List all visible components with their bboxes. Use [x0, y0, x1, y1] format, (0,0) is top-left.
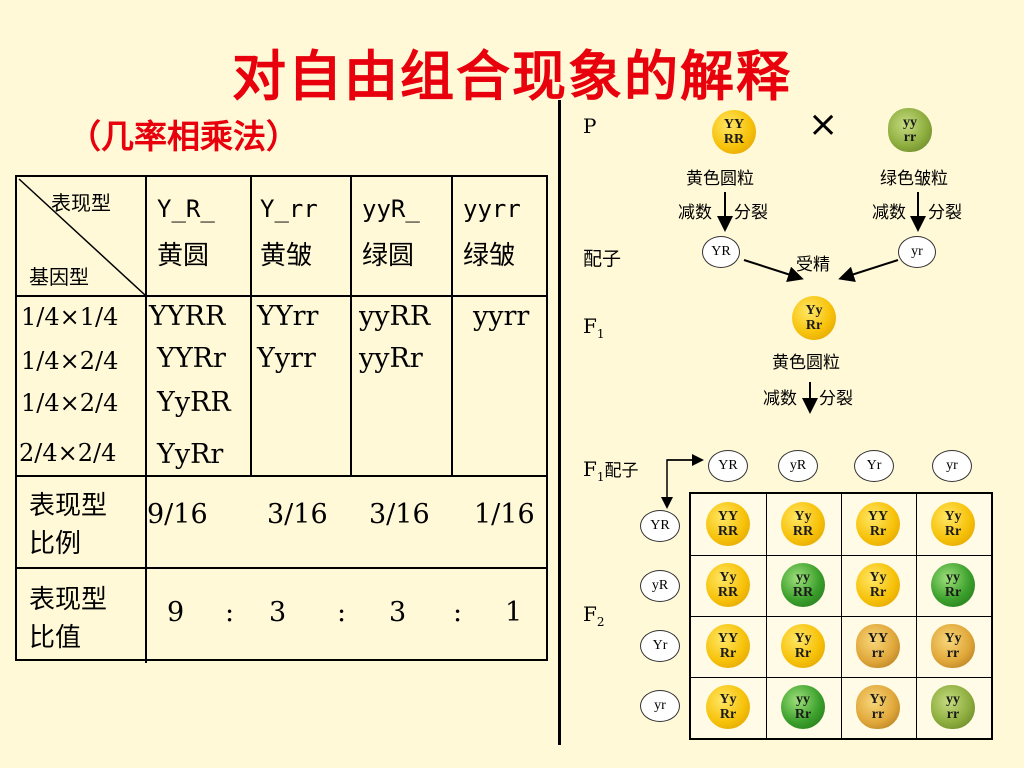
- gamete-circle: yr: [898, 236, 936, 268]
- gamete-circle: YR: [702, 236, 740, 268]
- corner-top-label: 表现型: [51, 191, 111, 215]
- table-rule: [145, 177, 147, 567]
- f1-phenotype: 黄色圆粒: [772, 353, 840, 373]
- table-rule: [250, 177, 252, 475]
- ratio-number: 1: [505, 597, 523, 628]
- divider-line: [558, 100, 561, 745]
- grid-axis-arrow: [661, 454, 704, 509]
- table-rule: [145, 567, 147, 663]
- genotype: Yyrr: [257, 343, 316, 374]
- f1-gamete-column: YR: [708, 450, 748, 482]
- column-name: 绿皱: [463, 241, 516, 271]
- ratio-label: 比例: [29, 529, 82, 559]
- genotype: YYrr: [257, 301, 319, 332]
- subtitle: （几率相乘法）: [68, 117, 299, 156]
- meiosis-label: 分裂: [928, 203, 962, 223]
- f1-gamete-column: yr: [932, 450, 972, 482]
- ratio-value: 3/16: [369, 499, 430, 530]
- genotype: YyRR: [157, 387, 231, 418]
- f1-gamete-row: YR: [640, 510, 680, 542]
- genotype: yyrr: [473, 301, 530, 332]
- column-name: 黄圆: [157, 241, 210, 271]
- value-label: 比值: [29, 623, 82, 653]
- meiosis-label: 减数: [763, 389, 797, 409]
- arrows-overlay: [717, 192, 926, 414]
- value-label: 表现型: [29, 585, 108, 615]
- column-name: 绿圆: [362, 241, 415, 271]
- ratio-number: 3: [269, 597, 287, 628]
- f1-gamete-row: yr: [640, 690, 680, 722]
- ratio-number: 3: [389, 597, 407, 628]
- column-name: 黄皱: [260, 241, 313, 271]
- probability: 1/4×2/4: [21, 347, 119, 375]
- corner-bottom-label: 基因型: [29, 265, 89, 289]
- parent2-phenotype: 绿色皱粒: [880, 169, 948, 189]
- probability: 1/4×1/4: [21, 303, 119, 331]
- probability: 2/4×2/4: [19, 439, 117, 467]
- f1-gamete-row: yR: [640, 570, 680, 602]
- ratio-colon: :: [337, 597, 347, 628]
- gamete-label: 配子: [583, 248, 622, 270]
- genotype: YYRR: [149, 301, 226, 332]
- column-code: yyrr: [463, 195, 521, 223]
- meiosis-label: 分裂: [734, 203, 768, 223]
- ratio-number: 9: [167, 597, 185, 628]
- table-rule: [17, 475, 546, 477]
- ratio-colon: :: [225, 597, 235, 628]
- f1-gamete-column: Yr: [854, 450, 894, 482]
- header-diagonal: [18, 178, 146, 296]
- column-code: Y_rr: [260, 195, 318, 223]
- probability: 1/4×2/4: [21, 389, 119, 417]
- ratio-colon: :: [453, 597, 463, 628]
- table-rule: [17, 567, 546, 569]
- parent1-phenotype: 黄色圆粒: [686, 169, 754, 189]
- genotype: yyRR: [359, 301, 431, 332]
- meiosis-label: 减数: [678, 203, 712, 223]
- column-code: Y_R_: [157, 195, 215, 223]
- f1-generation-label: F1: [583, 314, 605, 341]
- page-title: 对自由组合现象的解释: [232, 45, 792, 108]
- ratio-value: 3/16: [267, 499, 328, 530]
- table-rule: [451, 177, 453, 475]
- f1-gamete-label: F1配子: [583, 457, 639, 484]
- meiosis-label: 分裂: [819, 389, 853, 409]
- probability-table: 表现型 基因型 Y_R_ 黄圆 Y_rr 黄皱 yyR_ 绿圆 yyrr 绿皱 …: [15, 175, 548, 663]
- table-rule: [17, 295, 546, 297]
- meiosis-label: 减数: [872, 203, 906, 223]
- genotype: yyRr: [359, 343, 423, 374]
- ratio-value: 9/16: [147, 499, 208, 530]
- p-generation-label: P: [583, 114, 597, 138]
- genotype: YyRr: [157, 439, 224, 470]
- f1-gamete-row: Yr: [640, 630, 680, 662]
- genotype: YYRr: [157, 343, 226, 374]
- column-code: yyR_: [362, 195, 420, 223]
- ratio-label: 表现型: [29, 491, 108, 521]
- ratio-value: 1/16: [474, 499, 535, 530]
- f1-gamete-column: yR: [778, 450, 818, 482]
- f2-generation-label: F2: [583, 602, 605, 629]
- cross-symbol: ×: [808, 104, 839, 145]
- fertilization-label: 受精: [796, 255, 830, 275]
- table-rule: [350, 177, 352, 475]
